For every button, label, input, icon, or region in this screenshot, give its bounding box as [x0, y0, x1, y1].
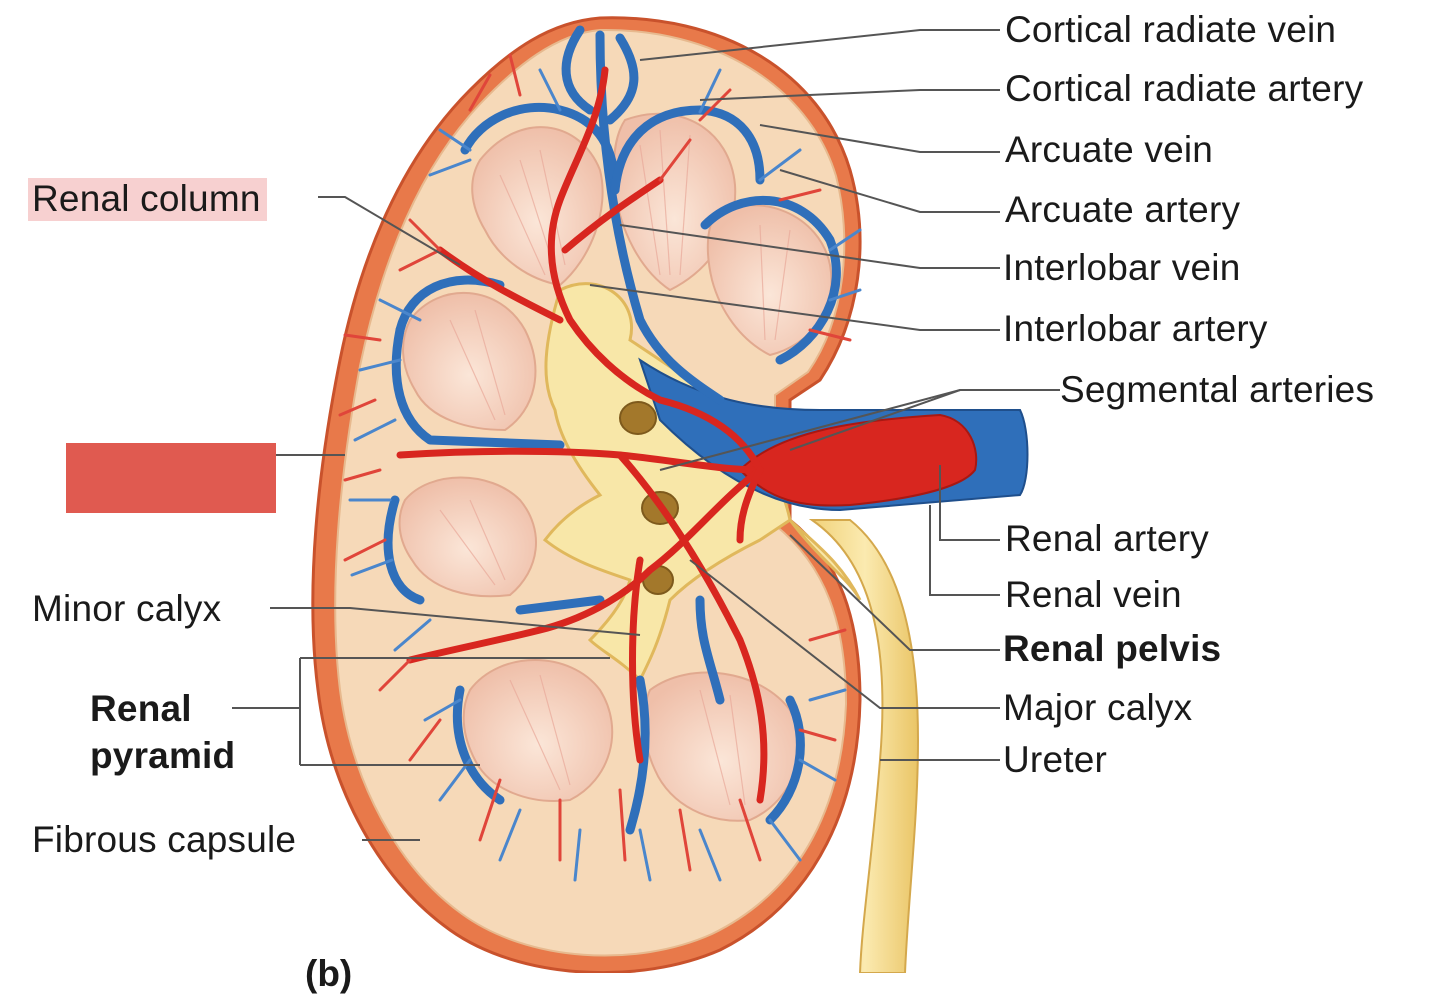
label-fibrous-capsule: Fibrous capsule: [32, 819, 297, 860]
label-renal-pyramid-line2: pyramid: [90, 735, 236, 776]
label-minor-calyx: Minor calyx: [32, 588, 222, 629]
label-arcuate-vein: Arcuate vein: [1005, 129, 1214, 170]
figure-part-label: (b): [305, 953, 353, 994]
label-renal-column: Renal column: [28, 178, 267, 221]
label-interlobar-artery: Interlobar artery: [1003, 308, 1268, 349]
artery-branches: [338, 53, 852, 872]
label-interlobar-vein: Interlobar vein: [1003, 247, 1241, 288]
label-renal-pelvis: Renal pelvis: [1003, 628, 1222, 669]
label-renal-pyramid-line1: Renal: [90, 688, 192, 729]
vein-branches: [348, 68, 862, 882]
label-renal-vein: Renal vein: [1005, 574, 1182, 615]
arteries: [396, 66, 768, 804]
label-arcuate-artery: Arcuate artery: [1005, 189, 1241, 230]
leader-lines: [232, 29, 1060, 841]
label-cortical-radiate-vein: Cortical radiate vein: [1005, 9, 1337, 50]
calyx-opening: [619, 401, 657, 435]
label-major-calyx: Major calyx: [1003, 687, 1193, 728]
label-cortical-radiate-artery: Cortical radiate artery: [1005, 68, 1364, 109]
kidney-diagram: [232, 16, 1060, 973]
label-segmental-arteries: Segmental arteries: [1060, 369, 1375, 410]
label-renal-artery: Renal artery: [1005, 518, 1209, 559]
masked-label-box: [66, 443, 276, 513]
renal-artery-vessel: [738, 413, 978, 507]
label-ureter: Ureter: [1003, 739, 1107, 780]
